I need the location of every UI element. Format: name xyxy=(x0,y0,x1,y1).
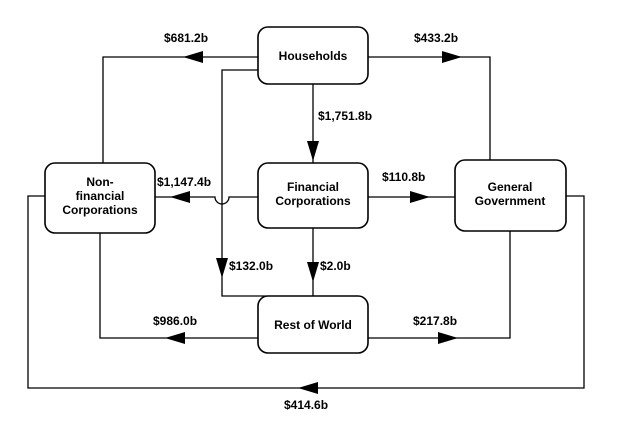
flow-financial-to-nonfinancial: $1,147.4b xyxy=(155,175,258,205)
flow-financial-to-government-label: $110.8b xyxy=(382,170,425,184)
flow-households-to-restofworld-label: $132.0b xyxy=(229,259,273,273)
node-general-government-label-line2: Government xyxy=(475,194,546,208)
flow-restofworld-to-government: $217.8b xyxy=(368,231,511,344)
flow-households-to-financial-label: $1,751.8b xyxy=(318,109,372,123)
flow-restofworld-to-nonfinancial-arrowhead-icon xyxy=(165,332,185,344)
flow-households-to-government-label: $433.2b xyxy=(414,31,458,45)
flow-restofworld-to-government-arrowhead-icon xyxy=(438,332,458,344)
node-financial-corporations-label-line1: Financial xyxy=(287,180,339,194)
node-nonfinancial-corporations-label-line3: Corporations xyxy=(62,203,138,217)
flow-restofworld-to-nonfinancial-line xyxy=(99,233,258,339)
node-households-label: Households xyxy=(279,49,348,63)
flow-households-to-nonfinancial-line xyxy=(102,56,258,163)
node-general-government-box xyxy=(454,159,567,232)
flow-financial-to-restofworld-arrowhead-icon xyxy=(307,262,319,282)
flow-government-to-nonfinancial-label: $414.6b xyxy=(284,398,328,412)
flow-financial-to-nonfinancial-label: $1,147.4b xyxy=(157,175,211,189)
flow-financial-to-nonfinancial-line xyxy=(155,196,258,205)
node-financial-corporations: Financial Corporations xyxy=(257,162,369,229)
flow-households-to-nonfinancial-label: $681.2b xyxy=(164,31,208,45)
node-nonfinancial-corporations: Non- financial Corporations xyxy=(44,162,156,234)
flow-restofworld-to-nonfinancial: $986.0b xyxy=(99,233,258,344)
flow-households-to-restofworld-arrowhead-icon xyxy=(216,258,228,278)
node-financial-corporations-box xyxy=(257,162,369,229)
flow-households-to-government: $433.2b xyxy=(368,31,491,160)
node-rest-of-world: Rest of World xyxy=(257,295,369,354)
node-households: Households xyxy=(257,26,369,85)
flow-financial-to-restofworld: $2.0b xyxy=(307,228,351,296)
node-households-box xyxy=(257,26,369,85)
flow-restofworld-to-government-line xyxy=(368,231,511,339)
flow-households-to-nonfinancial: $681.2b xyxy=(102,31,258,163)
flow-households-to-nonfinancial-arrowhead-icon xyxy=(183,51,203,63)
flow-government-to-nonfinancial-arrowhead-icon xyxy=(298,382,318,394)
node-rest-of-world-label: Rest of World xyxy=(274,318,352,332)
flow-households-to-restofworld: $132.0b xyxy=(216,69,273,297)
flow-financial-to-government: $110.8b xyxy=(368,170,455,203)
flow-households-to-financial-arrowhead-icon xyxy=(307,141,319,161)
node-nonfinancial-corporations-label-line2: financial xyxy=(76,189,125,203)
node-general-government-label-line1: General xyxy=(488,180,533,194)
node-nonfinancial-corporations-label-line1: Non- xyxy=(86,175,113,189)
node-financial-corporations-label-line2: Corporations xyxy=(275,194,351,208)
flow-financial-to-restofworld-label: $2.0b xyxy=(320,259,351,273)
flow-households-to-restofworld-line xyxy=(221,69,268,297)
node-general-government: General Government xyxy=(454,159,567,232)
node-nonfinancial-corporations-box xyxy=(44,162,156,234)
flow-households-to-government-line xyxy=(368,56,491,160)
node-rest-of-world-box xyxy=(257,295,369,354)
flow-government-to-nonfinancial: $414.6b xyxy=(27,195,585,412)
flow-financial-to-government-arrowhead-icon xyxy=(410,191,430,203)
flow-households-to-financial: $1,751.8b xyxy=(307,84,372,163)
flow-financial-to-nonfinancial-arrowhead-icon xyxy=(170,191,190,203)
flow-restofworld-to-nonfinancial-label: $986.0b xyxy=(153,314,197,328)
flow-restofworld-to-government-label: $217.8b xyxy=(413,314,457,328)
flow-households-to-government-arrowhead-icon xyxy=(442,51,462,63)
